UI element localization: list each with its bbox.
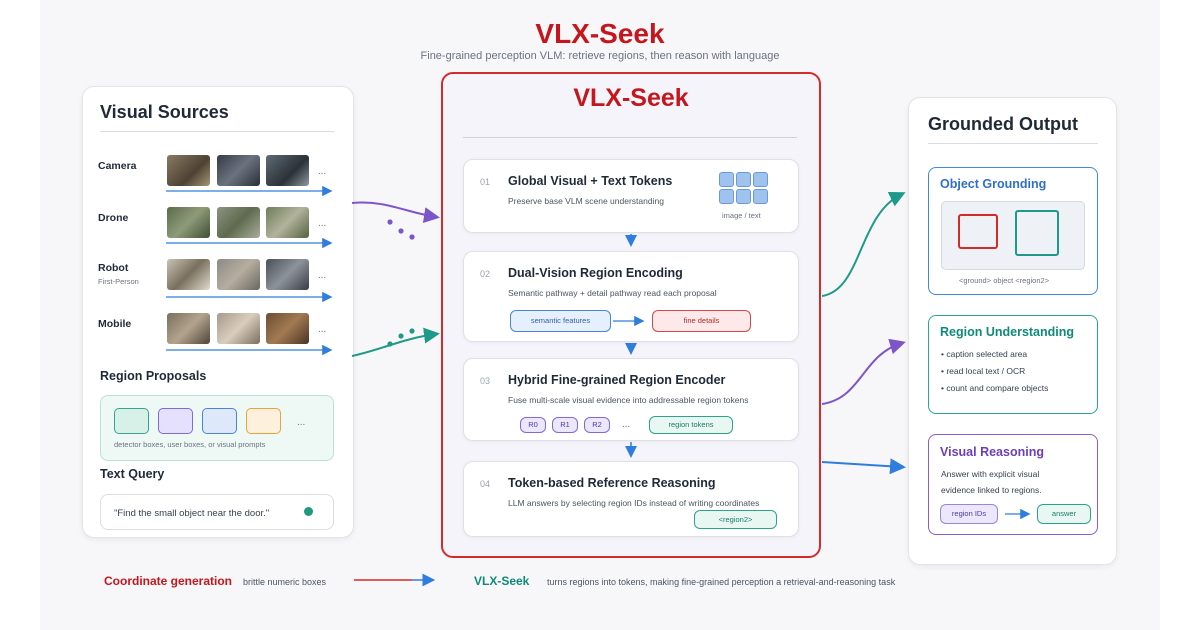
region2-output-tag: <region2>: [694, 510, 777, 529]
robot-more-ellipsis: ...: [318, 270, 327, 281]
mobile-more-ellipsis: ...: [318, 324, 327, 335]
region-proposals-caption: detector boxes, user boxes, or visual pr…: [114, 440, 266, 449]
region-token-ellipsis: ...: [622, 419, 631, 430]
model-title: VLX-Seek: [573, 84, 689, 112]
region-tokens-tag: region tokens: [649, 416, 733, 434]
step-1-title: Global Visual + Text Tokens: [508, 174, 673, 188]
step-2-description: Semantic pathway + detail pathway read e…: [508, 288, 717, 298]
proposal-chip-orange: [246, 408, 281, 434]
semantic-features-tag: semantic features: [510, 310, 611, 332]
region-token-chip: R2: [584, 417, 610, 433]
understanding-item: • caption selected area: [941, 349, 1028, 359]
robot-thumbnail: [167, 259, 210, 290]
object-grounding-caption: <ground> object <region2>: [959, 276, 1050, 285]
camera-thumbnail: [266, 155, 309, 186]
proposal-more-ellipsis: ...: [297, 417, 306, 428]
footer-coordinate-generation: Coordinate generation: [104, 574, 233, 588]
visual-sources-divider: [100, 131, 334, 132]
grounding-preview-canvas: [941, 201, 1085, 270]
visual-reasoning-text-2: evidence linked to regions.: [941, 485, 1042, 495]
source-sublabel-robot: First-Person: [98, 277, 139, 286]
understanding-item: • count and compare objects: [941, 383, 1049, 393]
object-grounding-title: Object Grounding: [940, 177, 1047, 191]
mobile-thumbnail: [167, 313, 210, 344]
step-4-title: Token-based Reference Reasoning: [508, 476, 716, 490]
step-2-title: Dual-Vision Region Encoding: [508, 266, 683, 280]
camera-thumbnail: [217, 155, 260, 186]
text-query-title: Text Query: [100, 467, 165, 481]
mobile-thumbnail: [217, 313, 260, 344]
token-grid-icon: [736, 189, 751, 204]
proposal-chip-purple: [158, 408, 193, 434]
visual-reasoning-title: Visual Reasoning: [940, 445, 1044, 459]
source-label-robot: Robot: [98, 262, 129, 274]
visual-sources-title: Visual Sources: [100, 102, 229, 122]
token-grid-icon: [753, 189, 768, 204]
step-4-description: LLM answers by selecting region IDs inst…: [508, 498, 760, 508]
region-token-chip: R0: [520, 417, 546, 433]
understanding-item: • read local text / OCR: [941, 366, 1026, 376]
grounded-output-title: Grounded Output: [928, 114, 1078, 134]
token-grid-icon: [719, 189, 734, 204]
step-1-description: Preserve base VLM scene understanding: [508, 196, 664, 206]
token-grid-icon: [736, 172, 751, 187]
text-query-field[interactable]: [100, 494, 334, 530]
region-understanding-card: [928, 315, 1098, 414]
answer-tag: answer: [1037, 504, 1091, 524]
token-grid-icon: [719, 172, 734, 187]
source-label-mobile: Mobile: [98, 318, 132, 330]
step-3-title: Hybrid Fine-grained Region Encoder: [508, 373, 726, 387]
region-token-chip: R1: [552, 417, 578, 433]
step-region-encoder: [463, 358, 799, 441]
grounded-output-divider: [928, 143, 1098, 144]
bounding-box-teal: [1015, 210, 1059, 256]
robot-thumbnail: [266, 259, 309, 290]
camera-thumbnail: [167, 155, 210, 186]
model-divider: [463, 137, 797, 138]
fine-details-tag: fine details: [652, 310, 751, 332]
drone-thumbnail: [266, 207, 309, 238]
text-query-value: "Find the small object near the door.": [114, 508, 270, 519]
region-proposals-title: Region Proposals: [100, 369, 207, 383]
footer-tokens-text: turns regions into tokens, making fine-g…: [547, 577, 896, 587]
step-4-number: 04: [480, 479, 491, 489]
step-3-description: Fuse multi-scale visual evidence into ad…: [508, 395, 749, 405]
region-ids-tag: region IDs: [940, 504, 998, 524]
bounding-box-red: [958, 214, 998, 249]
token-grid-icon: [753, 172, 768, 187]
drone-thumbnail: [217, 207, 260, 238]
footer-vlx-seek: VLX-Seek: [474, 574, 530, 588]
source-label-camera: Camera: [98, 160, 137, 172]
visual-reasoning-text-1: Answer with explicit visual: [941, 469, 1040, 479]
region-understanding-title: Region Understanding: [940, 325, 1075, 339]
status-dot-icon: [304, 507, 313, 516]
robot-thumbnail: [217, 259, 260, 290]
footer-brittle-text: brittle numeric boxes: [243, 577, 327, 587]
source-label-drone: Drone: [98, 212, 129, 224]
proposal-chip-teal: [114, 408, 149, 434]
page-subtitle: Fine-grained perception VLM: retrieve re…: [420, 50, 780, 62]
page-title: VLX-Seek: [535, 18, 665, 49]
step-1-number: 01: [480, 177, 491, 187]
proposal-chip-blue: [202, 408, 237, 434]
drone-thumbnail: [167, 207, 210, 238]
step-3-number: 03: [480, 376, 491, 386]
image-text-label: image / text: [722, 211, 761, 220]
mobile-thumbnail: [266, 313, 309, 344]
drone-more-ellipsis: ...: [318, 218, 327, 229]
camera-more-ellipsis: ...: [318, 166, 327, 177]
step-2-number: 02: [480, 269, 491, 279]
